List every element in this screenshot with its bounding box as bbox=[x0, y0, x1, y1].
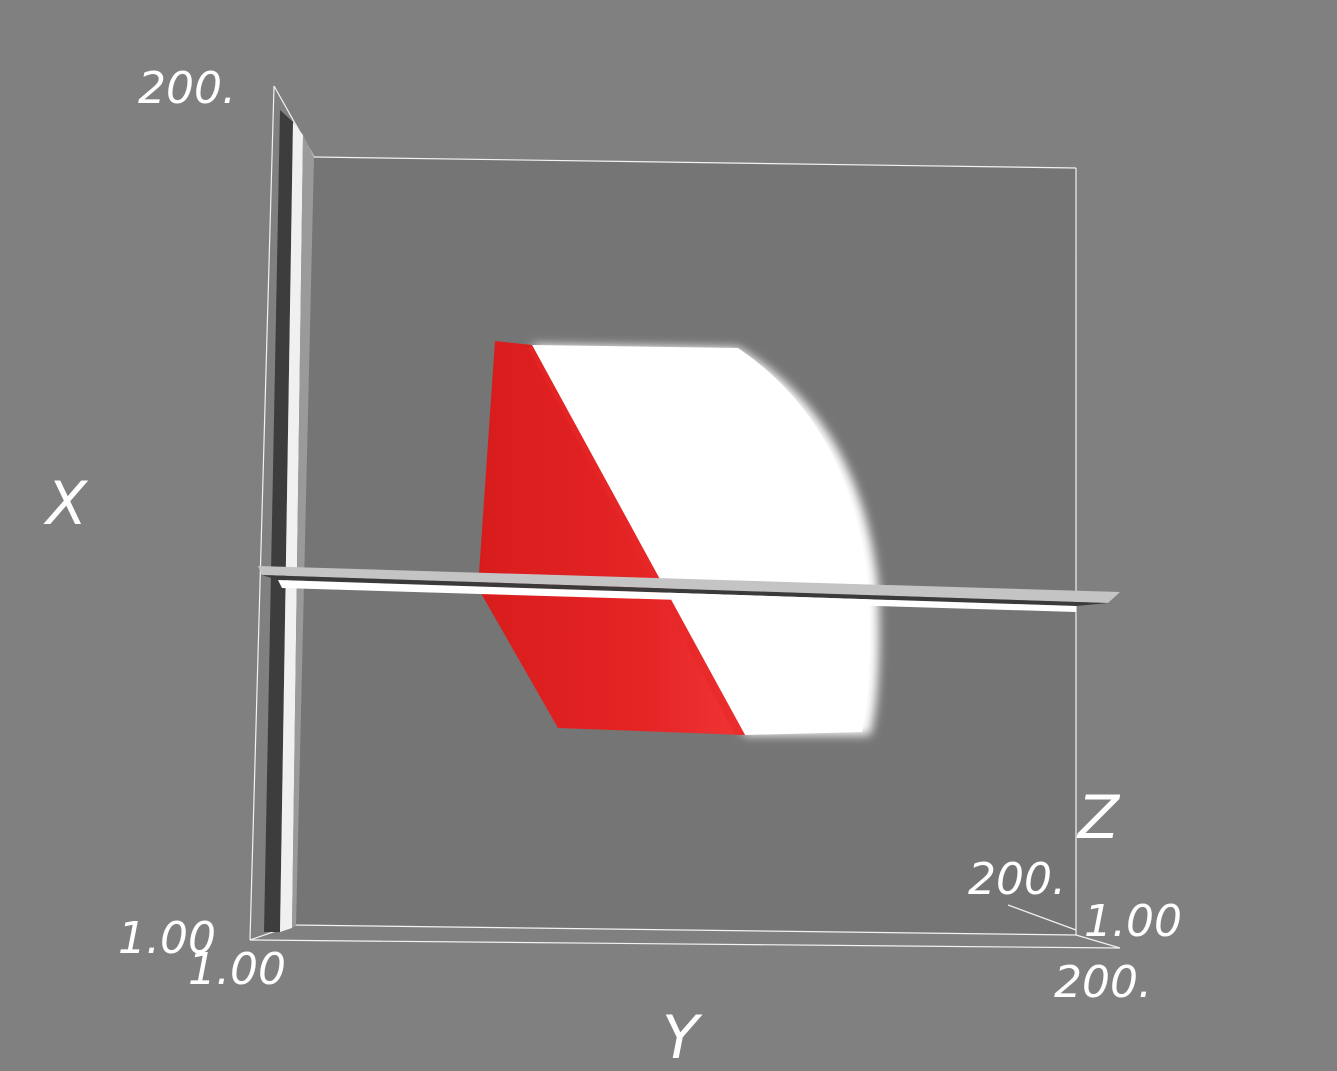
x-axis-title: X bbox=[43, 469, 89, 539]
z-axis-min-label: 1.00 bbox=[1084, 896, 1182, 947]
y-axis-max-label: 200. bbox=[1054, 957, 1152, 1008]
bounding-box-edges bbox=[249, 85, 1121, 949]
y-axis-min-label: 1.00 bbox=[188, 944, 286, 995]
volume-render bbox=[532, 345, 879, 735]
oblique-slice-plane bbox=[478, 341, 745, 735]
y-axis-title: Y bbox=[662, 1003, 703, 1066]
vertical-slice-plane bbox=[264, 110, 314, 932]
z-axis-title: Z bbox=[1076, 783, 1121, 853]
horizontal-slice-plane bbox=[258, 566, 1120, 612]
x-axis-max-label: 200. bbox=[138, 63, 236, 114]
x-axis-min-label: 1.00 bbox=[118, 913, 216, 964]
z-axis-max-label: 200. bbox=[968, 854, 1066, 905]
